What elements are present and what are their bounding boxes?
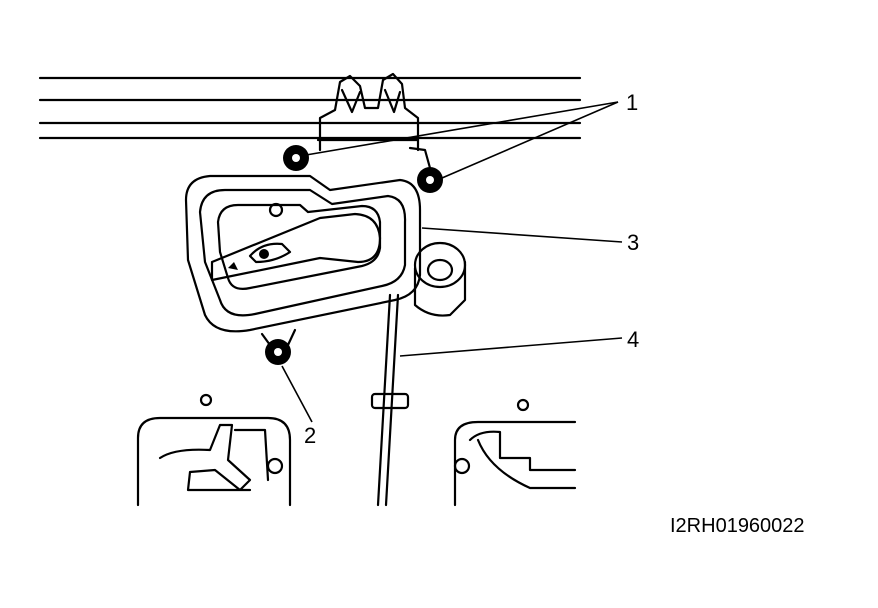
- mounting-bolt-lower: [260, 328, 297, 365]
- mounting-bolt-upper-right: [408, 146, 443, 193]
- callout-1: 1: [626, 90, 638, 115]
- mounting-bolt-upper-left: [283, 145, 309, 171]
- leader-lines: [281, 101, 623, 423]
- callout-3: 3: [627, 230, 639, 255]
- callout-4: 4: [627, 327, 639, 352]
- mounting-bracket: [316, 72, 420, 152]
- lower-panel-left: [136, 393, 292, 507]
- lower-panel-right: [453, 398, 577, 507]
- door-frame-rails: [38, 76, 582, 140]
- figure-id: I2RH01960022: [670, 515, 805, 537]
- handle-cable: [370, 293, 410, 507]
- lock-cylinder: [413, 241, 467, 317]
- callout-2: 2: [304, 423, 316, 448]
- handle-lever: [210, 212, 382, 282]
- inner-handle-housing: [184, 174, 422, 333]
